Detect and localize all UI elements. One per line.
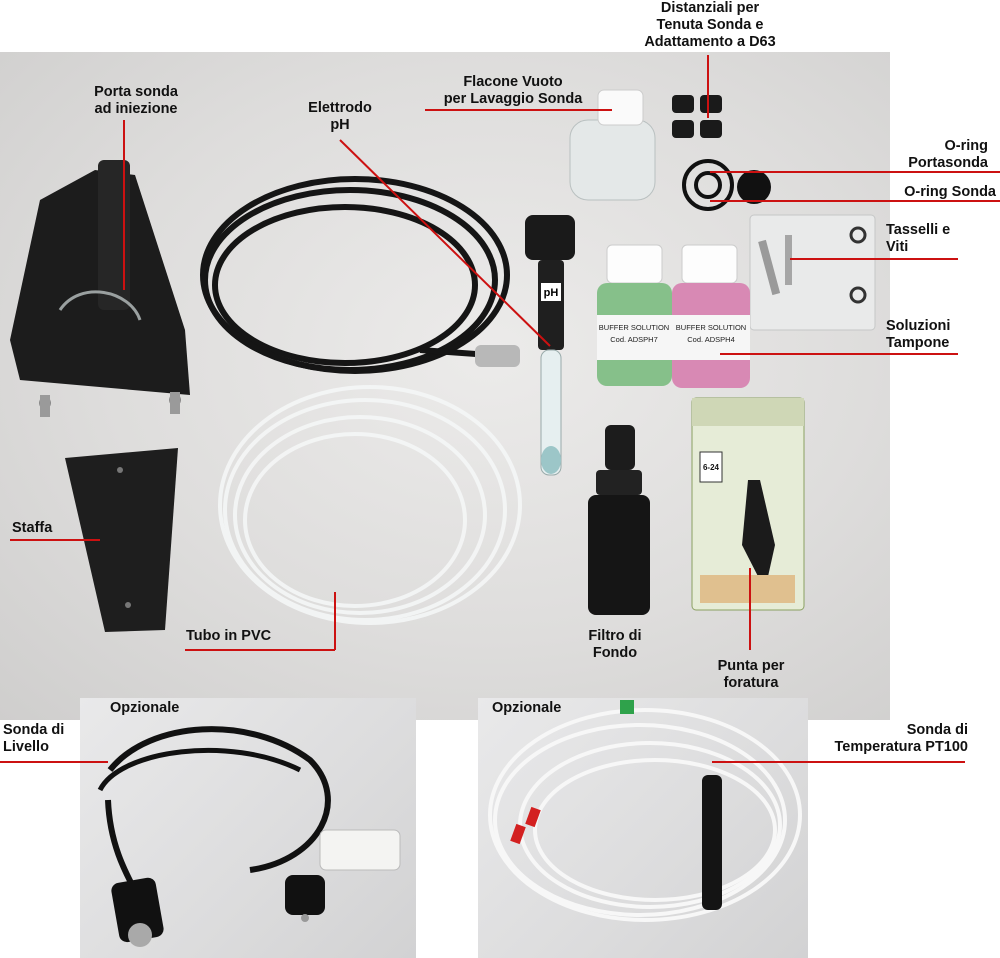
label-oring-sonda: O-ring Sonda: [904, 184, 996, 200]
label-sonda-temperatura: Sonda di Temperatura PT100: [834, 722, 968, 755]
electrode-tag-text: pH: [544, 287, 559, 299]
green-bottle-text-2: Cod. ADSPH7: [610, 335, 658, 344]
level-probe-image: [97, 726, 401, 947]
bnc-connector-image: [475, 345, 520, 367]
label-tasselli-viti: Tasselli e Viti: [886, 222, 951, 255]
pink-bottle-text-1: BUFFER SOLUTION: [676, 323, 746, 332]
green-bottle-text-1: BUFFER SOLUTION: [599, 323, 669, 332]
drill-bit-package-image: 6-24: [691, 397, 805, 611]
pink-bottle-text-2: Cod. ADSPH4: [687, 335, 735, 344]
ph-electrode-image: pH: [525, 215, 575, 476]
buffer-bottle-pink-image: BUFFER SOLUTION Cod. ADSPH4: [672, 244, 750, 388]
buffer-bottle-green-image: BUFFER SOLUTION Cod. ADSPH7: [597, 244, 672, 386]
drill-size-text: 6-24: [703, 463, 720, 472]
label-porta-sonda: Porta sonda ad iniezione: [94, 84, 178, 117]
electrode-cable-image: [200, 176, 510, 374]
temperature-sensor-image: [702, 775, 722, 910]
leader-lines: [0, 55, 1000, 763]
empty-bottle-image: [569, 89, 656, 201]
label-distanziali: Distanziali per Tenuta Sonda e Adattamen…: [644, 0, 776, 50]
label-tubo-pvc: Tubo in PVC: [186, 628, 272, 644]
label-punta-foratura: Punta per foratura: [717, 658, 785, 691]
bottom-filter-image: [588, 425, 650, 615]
label-sonda-livello: Sonda di Livello: [3, 722, 65, 755]
label-filtro-fondo: Filtro di Fondo: [588, 628, 642, 661]
label-staffa: Staffa: [12, 520, 53, 536]
label-flacone: Flacone Vuoto per Lavaggio Sonda: [443, 74, 583, 107]
label-oring-portasonda: O-ring Portasonda: [908, 138, 988, 171]
spacers-image: [672, 95, 722, 138]
temperature-probe-image: [488, 708, 802, 922]
label-opzionale-livello: Opzionale: [110, 700, 180, 716]
injection-holder-image: [10, 160, 190, 417]
label-soluzioni-tampone: Soluzioni Tampone: [886, 318, 951, 351]
bracket-image: [65, 448, 178, 632]
label-elettrodo-ph: Elettrodo pH: [308, 100, 372, 133]
anchors-screws-image: [749, 214, 876, 331]
label-opzionale-temperatura: Opzionale: [492, 700, 562, 716]
o-rings-image: [682, 159, 771, 211]
pvc-tube-image: [218, 385, 522, 625]
